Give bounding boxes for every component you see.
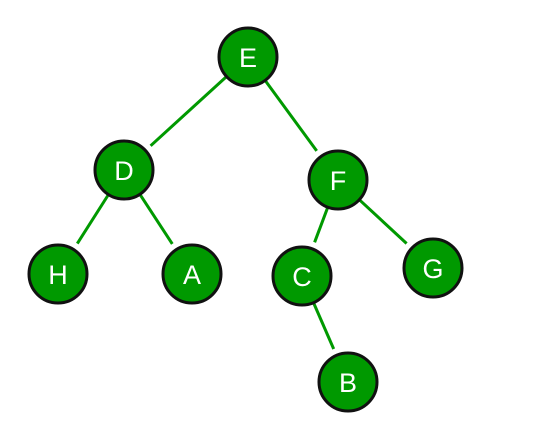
node-circle	[271, 245, 333, 307]
node-label: A	[183, 260, 201, 290]
tree-node-h: H	[27, 243, 89, 305]
node-label: E	[239, 43, 257, 73]
node-circle	[27, 243, 89, 305]
edge-f-g	[358, 198, 408, 245]
node-circle	[402, 237, 464, 299]
edge-f-c	[313, 206, 330, 243]
node-circle	[217, 26, 279, 88]
tree-edges	[76, 75, 408, 350]
node-circle	[93, 139, 155, 201]
tree-node-a: A	[161, 243, 223, 305]
edge-c-b	[312, 302, 336, 350]
node-label: H	[48, 260, 68, 290]
node-label: B	[339, 368, 357, 398]
node-circle	[307, 149, 369, 211]
node-label: G	[422, 254, 443, 284]
tree-node-g: G	[402, 237, 464, 299]
tree-node-d: D	[93, 139, 155, 201]
tree-node-b: B	[317, 351, 379, 413]
edge-d-h	[76, 193, 110, 245]
tree-node-f: F	[307, 149, 369, 211]
edge-e-f	[263, 79, 318, 152]
tree-node-c: C	[271, 245, 333, 307]
tree-nodes: E D F H A C G B	[27, 26, 464, 413]
edge-d-a	[138, 193, 174, 245]
node-circle	[317, 351, 379, 413]
node-label: F	[330, 166, 347, 196]
edge-e-d	[149, 75, 228, 147]
node-label: C	[292, 262, 312, 292]
node-circle	[161, 243, 223, 305]
tree-node-e: E	[217, 26, 279, 88]
node-label: D	[114, 156, 134, 186]
